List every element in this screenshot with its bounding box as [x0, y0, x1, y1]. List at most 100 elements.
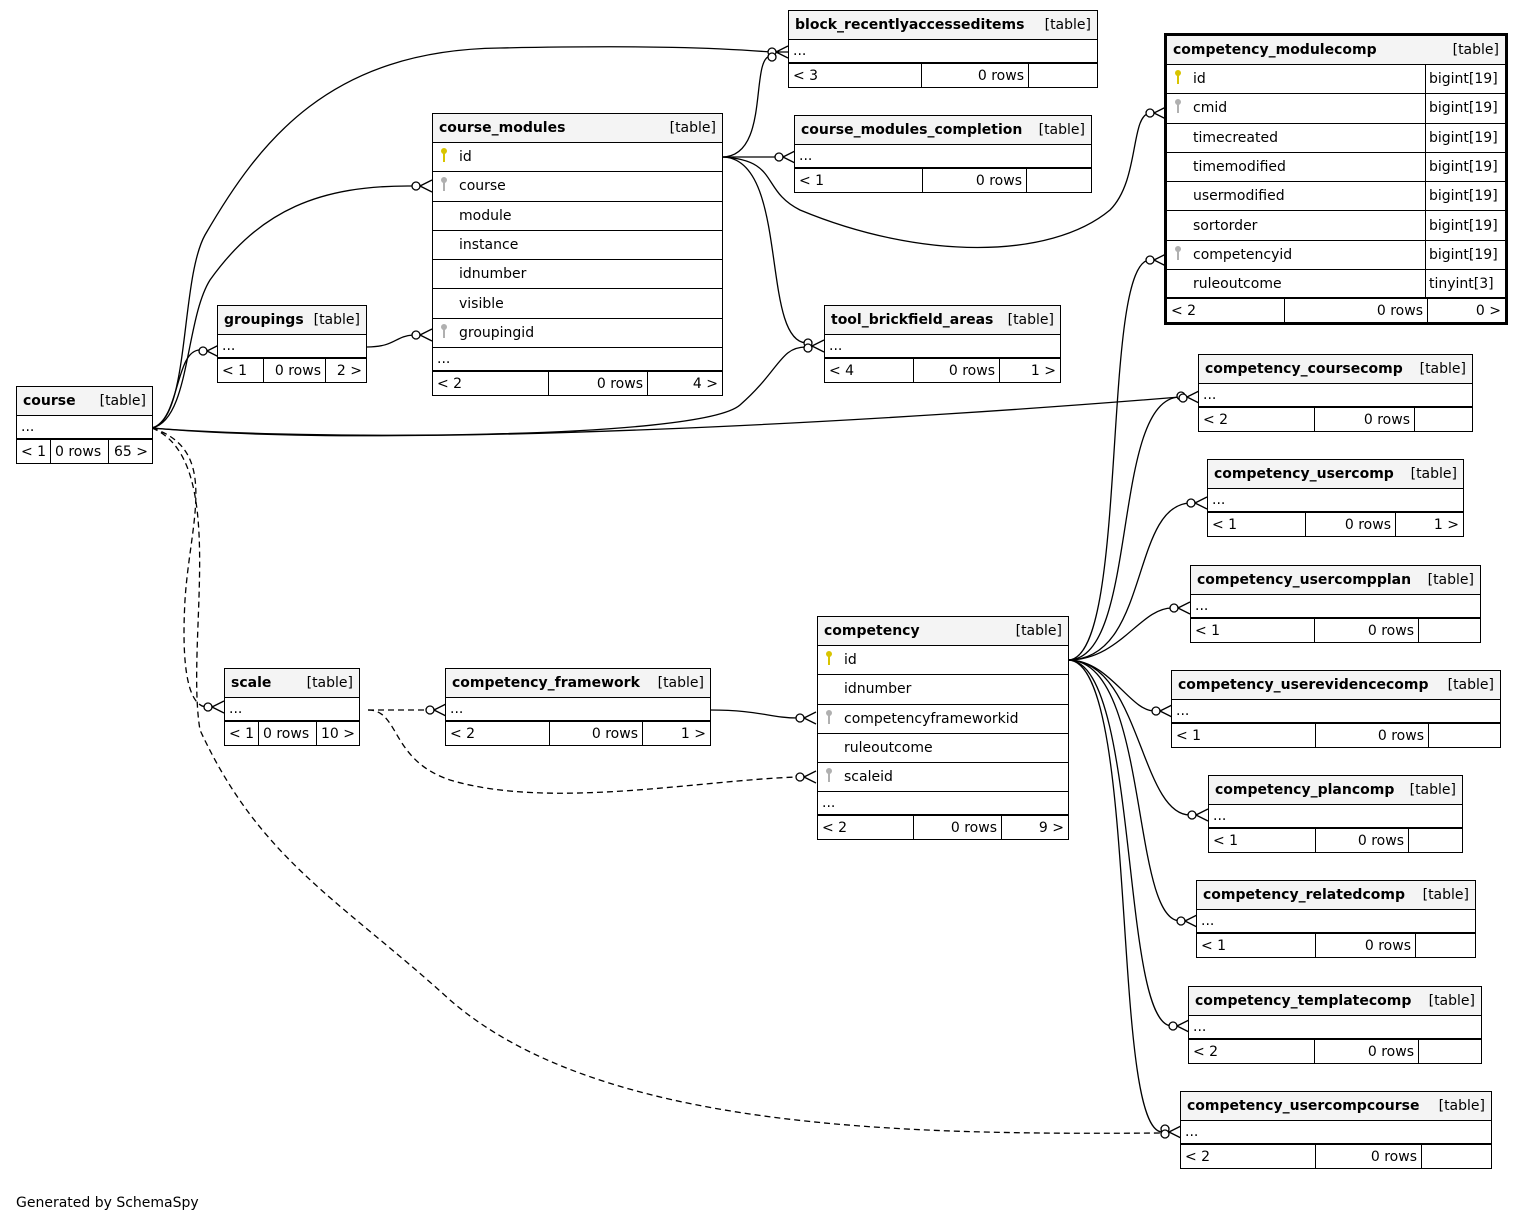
parents-count[interactable]: < 2	[433, 372, 549, 396]
children-count[interactable]: 1 >	[1030, 362, 1056, 379]
children-count[interactable]: 10 >	[321, 725, 355, 742]
table-course-modules-completion[interactable]: course_modules_completion[table] ... < 1…	[794, 115, 1092, 193]
parents-count[interactable]: < 1	[1208, 513, 1306, 536]
column-row[interactable]: idnumber	[818, 675, 1068, 705]
parents-count[interactable]: < 2	[1181, 1145, 1316, 1168]
table-name: competency_relatedcomp	[1203, 887, 1405, 903]
table-name: competency_userevidencecomp	[1178, 677, 1429, 693]
column-row[interactable]: ruleoutcome	[818, 734, 1068, 764]
row-count: 0 rows	[1316, 1145, 1422, 1168]
table-type: [table]	[1038, 122, 1085, 138]
parents-count[interactable]: < 1	[17, 440, 51, 463]
parents-count[interactable]: < 2	[818, 816, 914, 840]
row-count: 0 rows	[51, 440, 109, 463]
parents-count[interactable]: < 2	[446, 722, 550, 745]
columns-ellipsis: ...	[825, 335, 1060, 359]
column-type: bigint[19]	[1425, 182, 1505, 211]
column-type: bigint[19]	[1425, 211, 1505, 240]
table-type: [table]	[1409, 782, 1456, 798]
column-row[interactable]: groupingid	[433, 319, 722, 349]
column-row[interactable]: scaleid	[818, 763, 1068, 793]
primary-key-icon	[1175, 70, 1181, 85]
parents-count[interactable]: < 2	[1199, 408, 1315, 431]
children-count[interactable]: 4 >	[692, 375, 718, 392]
children-count[interactable]: 0 >	[1475, 302, 1501, 319]
parents-count[interactable]: < 3	[789, 64, 922, 87]
parents-count[interactable]: < 1	[1172, 724, 1316, 747]
children-count[interactable]	[1416, 934, 1475, 957]
parents-count[interactable]: < 1	[1191, 619, 1315, 642]
columns-ellipsis: ...	[795, 145, 1091, 169]
table-name: competency_plancomp	[1215, 782, 1395, 798]
children-count[interactable]	[1029, 64, 1097, 87]
parents-count[interactable]: < 1	[1209, 829, 1316, 852]
row-count: 0 rows	[1315, 408, 1415, 431]
children-count[interactable]	[1415, 408, 1472, 431]
children-count[interactable]	[1419, 619, 1480, 642]
table-competency-usercompcourse[interactable]: competency_usercompcourse[table] ... < 2…	[1180, 1091, 1492, 1169]
table-name: course	[23, 393, 76, 409]
children-count[interactable]	[1422, 1145, 1491, 1168]
table-competency[interactable]: competency[table] id idnumber competency…	[817, 616, 1069, 841]
parents-count[interactable]: < 1	[218, 359, 264, 382]
children-count[interactable]	[1409, 829, 1462, 852]
parents-count[interactable]: < 4	[825, 359, 914, 382]
table-competency-userevidencecomp[interactable]: competency_userevidencecomp[table] ... <…	[1171, 670, 1501, 748]
parents-count[interactable]: < 2	[1167, 299, 1285, 323]
table-name: competency	[824, 623, 920, 639]
column-row[interactable]: id	[818, 646, 1068, 676]
column-name: cmid	[1193, 100, 1228, 117]
foreign-key-icon	[826, 768, 832, 783]
edge-cm-modulecomp	[721, 112, 1151, 249]
children-count[interactable]: 9 >	[1038, 819, 1064, 836]
column-row[interactable]: competencyframeworkid	[818, 705, 1068, 734]
column-row[interactable]: idnumber	[433, 260, 722, 290]
table-course-modules[interactable]: course_modules[table] id course module i…	[432, 113, 723, 397]
column-row[interactable]: instance	[433, 231, 722, 261]
column-name: idnumber	[459, 266, 527, 283]
column-row[interactable]: course	[433, 172, 722, 202]
parents-count[interactable]: < 1	[1197, 934, 1316, 957]
parents-count[interactable]: < 1	[225, 722, 259, 745]
children-count[interactable]	[1419, 1040, 1481, 1063]
row-count: 0 rows	[1316, 724, 1429, 747]
children-count[interactable]	[1429, 724, 1500, 747]
table-type: [table]	[1447, 677, 1494, 693]
children-count[interactable]: 1 >	[680, 725, 706, 742]
children-count[interactable]	[1027, 169, 1091, 192]
column-row[interactable]: visible	[433, 289, 722, 319]
children-count[interactable]: 2 >	[336, 362, 362, 379]
children-count[interactable]: 65 >	[114, 443, 148, 460]
parents-count[interactable]: < 2	[1189, 1040, 1315, 1063]
table-block-recentlyaccesseditems[interactable]: block_recentlyaccesseditems[table] ... <…	[788, 10, 1098, 88]
table-name: tool_brickfield_areas	[831, 312, 994, 328]
table-type: [table]	[1419, 361, 1466, 377]
children-count[interactable]: 1 >	[1433, 516, 1459, 533]
parents-count[interactable]: < 1	[795, 169, 923, 192]
column-name: id	[1193, 71, 1206, 88]
column-row[interactable]: module	[433, 202, 722, 231]
column-row[interactable]: id	[433, 143, 722, 173]
